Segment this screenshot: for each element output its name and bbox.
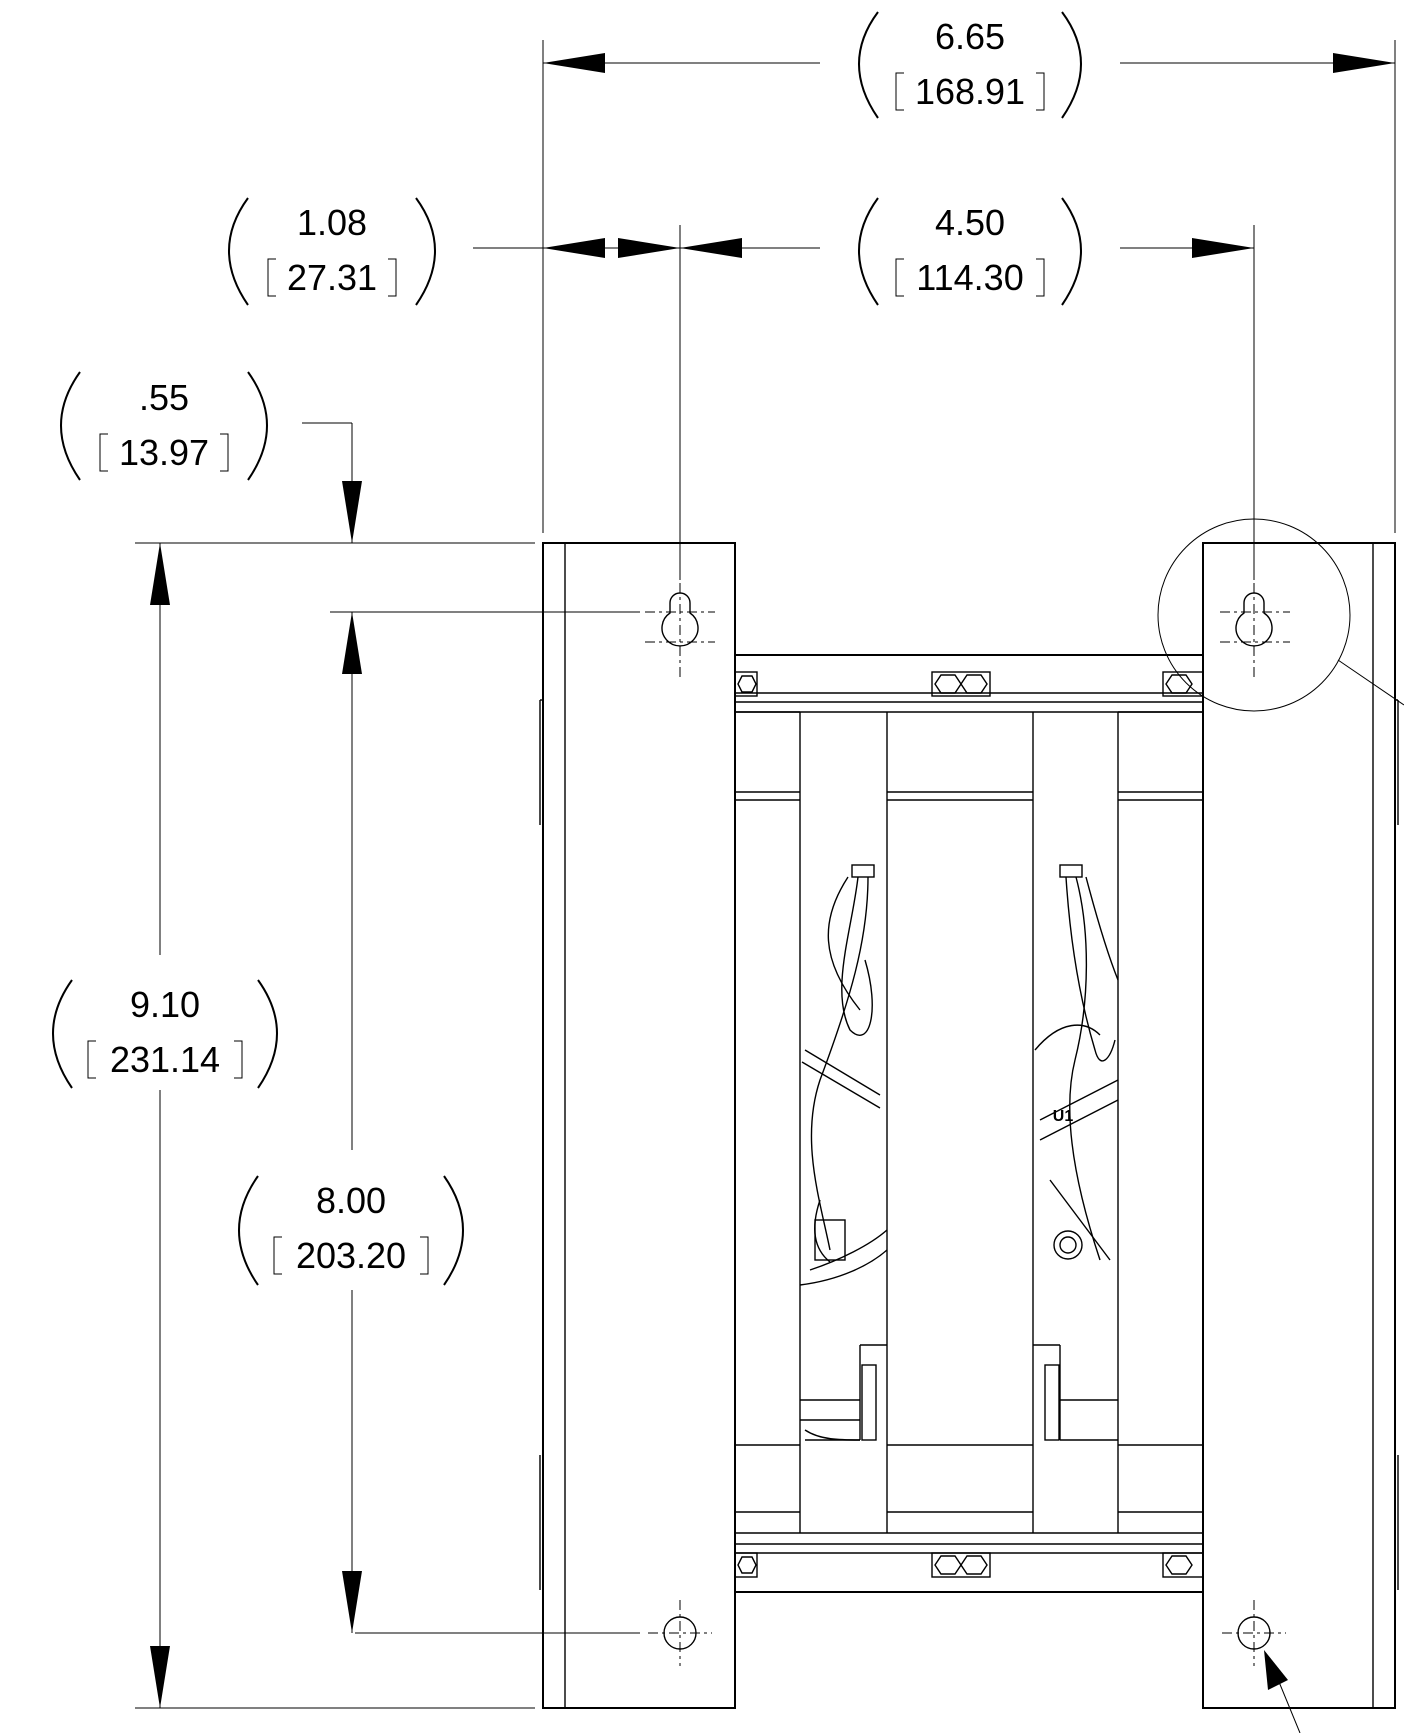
tube-center <box>886 712 1034 1533</box>
top-to-hole-inch: .55 <box>139 377 189 418</box>
detail-callout-circle <box>1157 518 1404 712</box>
assembly-body: U1 <box>734 654 1204 1593</box>
hex-nut-bottom-center <box>931 1552 991 1578</box>
dimension-overall-height-line <box>150 543 170 1708</box>
component-label-u1: U1 <box>1053 1108 1074 1125</box>
dimension-label-overall-width: 6.65 168.91 <box>858 11 1082 119</box>
hole-spacing-vertical-mm: 203.20 <box>296 1235 406 1276</box>
tube-right <box>1117 711 1203 1533</box>
edge-to-hole-mm: 27.31 <box>287 257 377 298</box>
hole-spacing-horizontal-inch: 4.50 <box>935 202 1005 243</box>
hex-nut-bottom-right <box>1162 1552 1204 1578</box>
overall-width-inch: 6.65 <box>935 16 1005 57</box>
hex-nut-top-center <box>931 671 991 697</box>
left-mounting-plate <box>539 542 736 1709</box>
leader-arrow-bottom-right <box>1264 1650 1301 1733</box>
extension-lines <box>135 40 1396 1709</box>
right-mounting-plate <box>1202 542 1399 1709</box>
wiring-right: U1 <box>1033 864 1119 1441</box>
edge-to-hole-inch: 1.08 <box>297 202 367 243</box>
dimension-label-edge-to-hole: 1.08 27.31 <box>228 197 436 306</box>
dimension-hole-spacing-horizontal-line <box>1120 238 1254 258</box>
dimension-label-hole-spacing-horizontal: 4.50 114.30 <box>858 197 1082 306</box>
mounting-hole-bottom-left <box>648 1600 712 1666</box>
overall-height-inch: 9.10 <box>130 984 200 1025</box>
dimension-label-overall-height: 9.10 231.14 <box>52 979 278 1089</box>
dimension-overall-width-line <box>543 53 1395 73</box>
dimension-label-top-to-hole: .55 13.97 <box>60 371 268 481</box>
wiring-left <box>799 864 888 1441</box>
hole-spacing-vertical-inch: 8.00 <box>316 1180 386 1221</box>
dimension-hole-spacing-vertical-line <box>342 612 362 1633</box>
hex-nut-top-right <box>1162 671 1204 697</box>
mounting-hole-bottom-right <box>1222 1600 1286 1666</box>
dimension-top-to-hole-line <box>302 422 362 543</box>
hole-spacing-horizontal-mm: 114.30 <box>916 257 1023 298</box>
hex-nut-bottom-left <box>734 1552 758 1578</box>
keyhole-slot-top-left <box>645 583 715 678</box>
dimension-label-hole-spacing-vertical: 8.00 203.20 <box>238 1175 464 1286</box>
dimension-edge-to-hole-line <box>473 238 820 258</box>
overall-height-mm: 231.14 <box>110 1039 220 1080</box>
tube-left <box>735 711 801 1533</box>
overall-width-mm: 168.91 <box>915 71 1025 112</box>
top-to-hole-mm: 13.97 <box>119 432 209 473</box>
keyhole-slot-top-right <box>1220 583 1290 678</box>
hex-nut-top-left <box>734 671 758 697</box>
